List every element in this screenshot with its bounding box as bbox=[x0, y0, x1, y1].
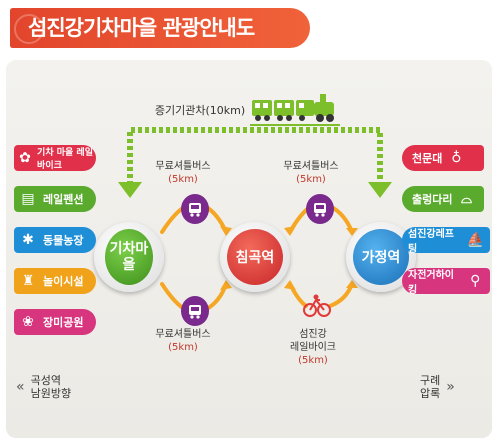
right-item-suspension-bridge[interactable]: 출렁다리 ⌓ bbox=[402, 186, 484, 212]
page-title: 섬진강기차마을 관광안내도 bbox=[28, 16, 255, 40]
planet-icon: ♁ bbox=[451, 150, 462, 166]
train-route-arrow-left bbox=[118, 182, 142, 198]
arrowhead-4 bbox=[346, 228, 358, 236]
left-item-label: 기차 마을 레일바이크 bbox=[37, 148, 93, 171]
right-item-rafting[interactable]: 섬진강레프팅 ⛵ bbox=[402, 227, 490, 255]
steam-train-icon bbox=[252, 94, 334, 122]
left-item-label: 놀이시설 bbox=[43, 275, 84, 288]
train-car-icon: ▤ bbox=[21, 191, 35, 207]
rose-icon: ❀ bbox=[22, 314, 34, 330]
bus-icon-bottom-left bbox=[181, 296, 209, 326]
right-item-observatory[interactable]: 천문대 ♁ bbox=[402, 145, 484, 171]
right-item-label: 출렁다리 bbox=[412, 193, 453, 206]
train-route-path bbox=[127, 127, 383, 185]
station-gajeong-label: 가정역 bbox=[353, 229, 409, 285]
bus-label-bottom-left: 무료셔틀버스 (5km) bbox=[148, 328, 218, 354]
left-item-rail-bike[interactable]: ✿ 기차 마을 레일바이크 bbox=[14, 145, 96, 171]
station-gicha-maeul[interactable]: 기차마을 bbox=[94, 222, 164, 292]
bus-dist-top-left: (5km) bbox=[168, 174, 198, 185]
bike-label: 섬진강 레일바이크 (5km) bbox=[278, 328, 348, 367]
bus-dist-bottom-left: (5km) bbox=[168, 342, 198, 353]
train-label: 증기기관차(10km) bbox=[154, 104, 246, 117]
ride-icon: ♜ bbox=[21, 273, 35, 289]
left-item-animal-farm[interactable]: ✱ 동물농장 bbox=[14, 227, 96, 253]
boat-icon: ⛵ bbox=[466, 232, 485, 248]
bike-name-line2: 레일바이크 bbox=[290, 342, 336, 353]
bike-name-line1: 섬진강 bbox=[299, 329, 327, 340]
rail-bike-icon: ✿ bbox=[19, 150, 31, 166]
arrowhead-2 bbox=[220, 280, 232, 290]
bus-icon-top-right bbox=[306, 194, 334, 224]
train-route-arrow-right bbox=[368, 182, 392, 198]
left-item-playground[interactable]: ♜ 놀이시설 bbox=[14, 268, 96, 294]
bus-dist-top-right: (5km) bbox=[296, 174, 326, 185]
station-chimgok[interactable]: 침곡역 bbox=[220, 222, 290, 292]
station-chimgok-label: 침곡역 bbox=[227, 229, 283, 285]
animal-icon: ✱ bbox=[22, 232, 34, 248]
left-item-rail-pension[interactable]: ▤ 레일펜션 bbox=[14, 186, 96, 212]
arrowhead-6 bbox=[346, 280, 358, 288]
bus-label-top-left: 무료셔틀버스 (5km) bbox=[148, 160, 218, 186]
bridge-icon: ⌓ bbox=[460, 191, 473, 207]
direction-left: « 곡성역 남원방향 bbox=[16, 374, 106, 400]
bus-label-top-right: 무료셔틀버스 (5km) bbox=[276, 160, 346, 186]
arrowhead-1 bbox=[220, 226, 232, 236]
title-decoration bbox=[14, 14, 44, 44]
double-chevron-right-icon: » bbox=[446, 379, 455, 395]
bike-dist: (5km) bbox=[298, 355, 328, 366]
left-item-rose-park[interactable]: ❀ 장미공원 bbox=[14, 309, 96, 335]
station-gicha-maeul-label: 기차마을 bbox=[105, 229, 153, 285]
right-item-label: 자전거하이킹 bbox=[408, 270, 454, 296]
direction-right: 구례 압록 » bbox=[420, 374, 490, 400]
right-item-bicycle-hiking[interactable]: 자전거하이킹 ⚲ bbox=[402, 268, 490, 296]
page-title-bar: 섬진강기차마을 관광안내도 bbox=[10, 8, 310, 48]
direction-left-line1: 곡성역 bbox=[30, 374, 61, 387]
bus-name-top-right: 무료셔틀버스 bbox=[283, 161, 339, 172]
direction-right-line1: 구례 bbox=[420, 374, 441, 387]
double-chevron-left-icon: « bbox=[16, 379, 25, 395]
bus-name-top-left: 무료셔틀버스 bbox=[155, 161, 211, 172]
bus-icon-top-left bbox=[181, 194, 209, 224]
right-item-label: 섬진강레프팅 bbox=[408, 229, 454, 255]
rail-bike-icon bbox=[303, 294, 331, 317]
right-item-label: 천문대 bbox=[412, 152, 443, 165]
bicycle-icon: ⚲ bbox=[470, 273, 481, 289]
bus-name-bottom-left: 무료셔틀버스 bbox=[155, 329, 211, 340]
left-item-label: 장미공원 bbox=[43, 316, 84, 329]
left-item-label: 동물농장 bbox=[43, 234, 84, 247]
direction-left-line2: 남원방향 bbox=[30, 387, 72, 400]
arrowhead-3 bbox=[284, 226, 296, 236]
direction-right-line2: 압록 bbox=[420, 387, 441, 400]
left-item-label: 레일펜션 bbox=[43, 193, 84, 206]
arrowhead-5 bbox=[284, 280, 296, 290]
